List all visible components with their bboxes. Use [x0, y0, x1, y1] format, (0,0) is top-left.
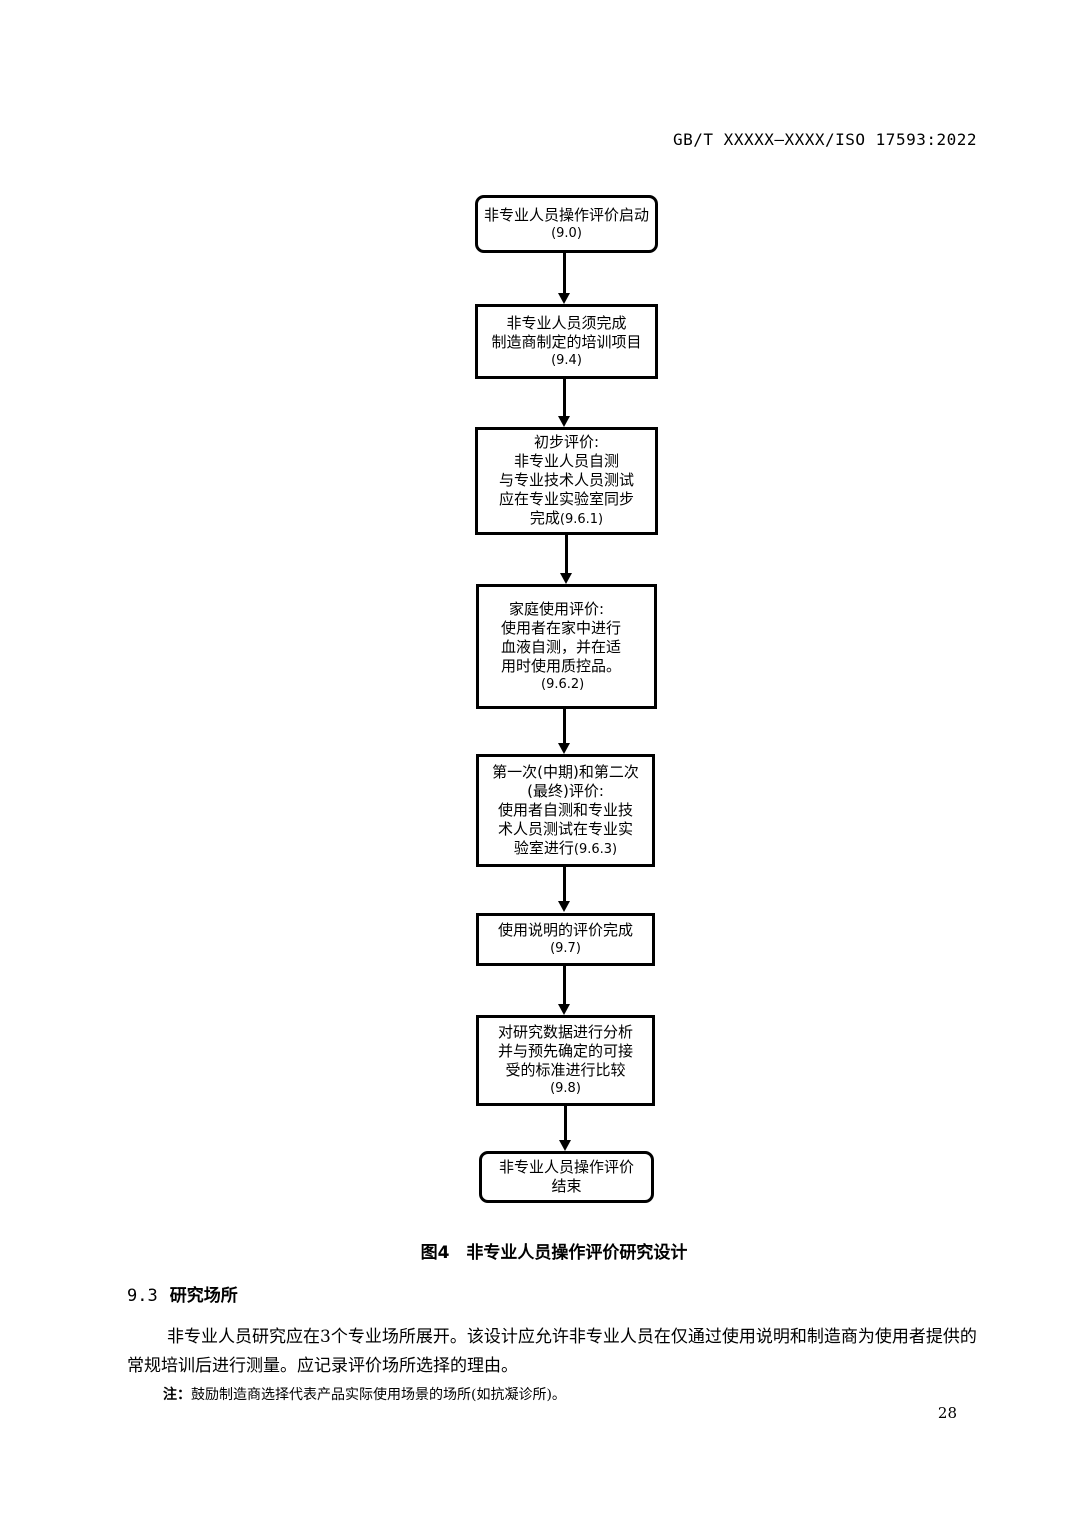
flow-connector	[563, 867, 566, 901]
flow-step-ifu-eval: 使用说明的评价完成 (9.7)	[476, 913, 655, 966]
flow-step-ref: (9.6.3)	[573, 841, 618, 857]
flow-step-text: 使用者自测和专业技	[497, 800, 633, 819]
flow-step-text: 血液自测，并在适	[501, 637, 622, 656]
arrow-down-icon	[558, 416, 570, 427]
flow-step-home-use-eval: 家庭使用评价: 使用者在家中进行 血液自测，并在适 用时使用质控品。 (9.6.…	[476, 584, 657, 709]
flow-connector	[563, 379, 566, 416]
flow-step-text: 非专业人员操作评价	[498, 1158, 634, 1176]
note: 注：鼓励制造商选择代表产品实际使用场景的场所(如抗凝诊所)。	[163, 1384, 566, 1404]
flow-step-preliminary-eval: 初步评价: 非专业人员自测 与专业技术人员测试 应在专业实验室同步 完成(9.6…	[475, 427, 658, 535]
flow-step-text: 初步评价:	[533, 433, 600, 451]
flow-step-text-tail: 完成	[529, 509, 560, 527]
arrow-down-icon	[560, 573, 572, 584]
flow-step-text: 结束	[551, 1177, 582, 1195]
flow-connector	[563, 966, 566, 1004]
flow-step-interim-final-eval: 第一次(中期)和第二次 (最终)评价: 使用者自测和专业技 术人员测试在专业实 …	[476, 754, 655, 867]
arrow-down-icon	[558, 1004, 570, 1015]
note-text: 鼓励制造商选择代表产品实际使用场景的场所(如抗凝诊所)。	[191, 1387, 566, 1403]
arrow-down-icon	[559, 1140, 571, 1151]
arrow-down-icon	[558, 293, 570, 304]
flow-step-text: (最终)评价:	[527, 781, 604, 800]
flow-step-training: 非专业人员须完成 制造商制定的培训项目 (9.4)	[475, 304, 658, 379]
flow-step-text: 并与预先确定的可接	[497, 1042, 633, 1060]
flow-step-text: 非专业人员须完成	[506, 313, 627, 332]
flow-connector	[564, 1106, 567, 1140]
flow-step-ref: (9.0)	[551, 225, 582, 241]
standard-number: GB/T XXXXX—XXXX/ISO 17593:2022	[673, 130, 977, 149]
flow-step-end: 非专业人员操作评价 结束	[479, 1151, 654, 1203]
flow-step-ref: (9.4)	[551, 352, 582, 368]
flow-step-ref: (9.6.1)	[559, 512, 604, 527]
arrow-down-icon	[558, 901, 570, 912]
flow-step-text: 家庭使用评价:	[509, 599, 605, 618]
flow-connector	[563, 253, 566, 293]
flow-step-text: 与专业技术人员测试	[498, 471, 634, 489]
flow-step-text: 使用者在家中进行	[501, 618, 622, 637]
flow-step-text: 制造商制定的培训项目	[491, 332, 642, 351]
flow-step-text: 第一次(中期)和第二次	[492, 762, 639, 781]
flow-connector	[565, 535, 568, 573]
flow-step-text: 非专业人员操作评价启动	[483, 205, 649, 224]
flow-connector	[563, 709, 566, 743]
flow-step-text-tail: 验室进行	[513, 838, 574, 857]
flow-step-text: 用时使用质控品。	[501, 656, 622, 675]
flow-step-ref: (9.7)	[550, 941, 581, 956]
flow-step-text: 验室进行(9.6.3)	[514, 839, 617, 859]
figure-caption: 图4 非专业人员操作评价研究设计	[420, 1243, 688, 1263]
flow-step-ref: (9.6.2)	[541, 676, 585, 692]
flow-step-text: 受的标准进行比较	[505, 1061, 626, 1079]
flow-step-text: 完成(9.6.1)	[530, 509, 603, 529]
arrow-down-icon	[558, 743, 570, 754]
section-number: 9.3	[127, 1286, 158, 1306]
flow-step-text: 使用说明的评价完成	[497, 921, 633, 939]
flow-step-text: 应在专业实验室同步	[498, 490, 634, 508]
page-number: 28	[937, 1404, 957, 1422]
flow-step-text: 术人员测试在专业实	[497, 819, 633, 838]
flow-step-start: 非专业人员操作评价启动 (9.0)	[475, 195, 658, 253]
note-label: 注：	[163, 1387, 191, 1403]
flow-step-ref: (9.8)	[550, 1081, 581, 1096]
flow-step-text: 对研究数据进行分析	[497, 1023, 633, 1041]
flow-step-data-analysis: 对研究数据进行分析 并与预先确定的可接 受的标准进行比较 (9.8)	[476, 1015, 655, 1106]
section-paragraph: 非专业人员研究应在3个专业场所展开。该设计应允许非专业人员在仅通过使用说明和制造…	[127, 1327, 977, 1376]
section-heading: 9.3 研究场所	[127, 1281, 238, 1306]
flow-step-text: 非专业人员自测	[513, 452, 619, 470]
section-title: 研究场所	[169, 1286, 238, 1306]
